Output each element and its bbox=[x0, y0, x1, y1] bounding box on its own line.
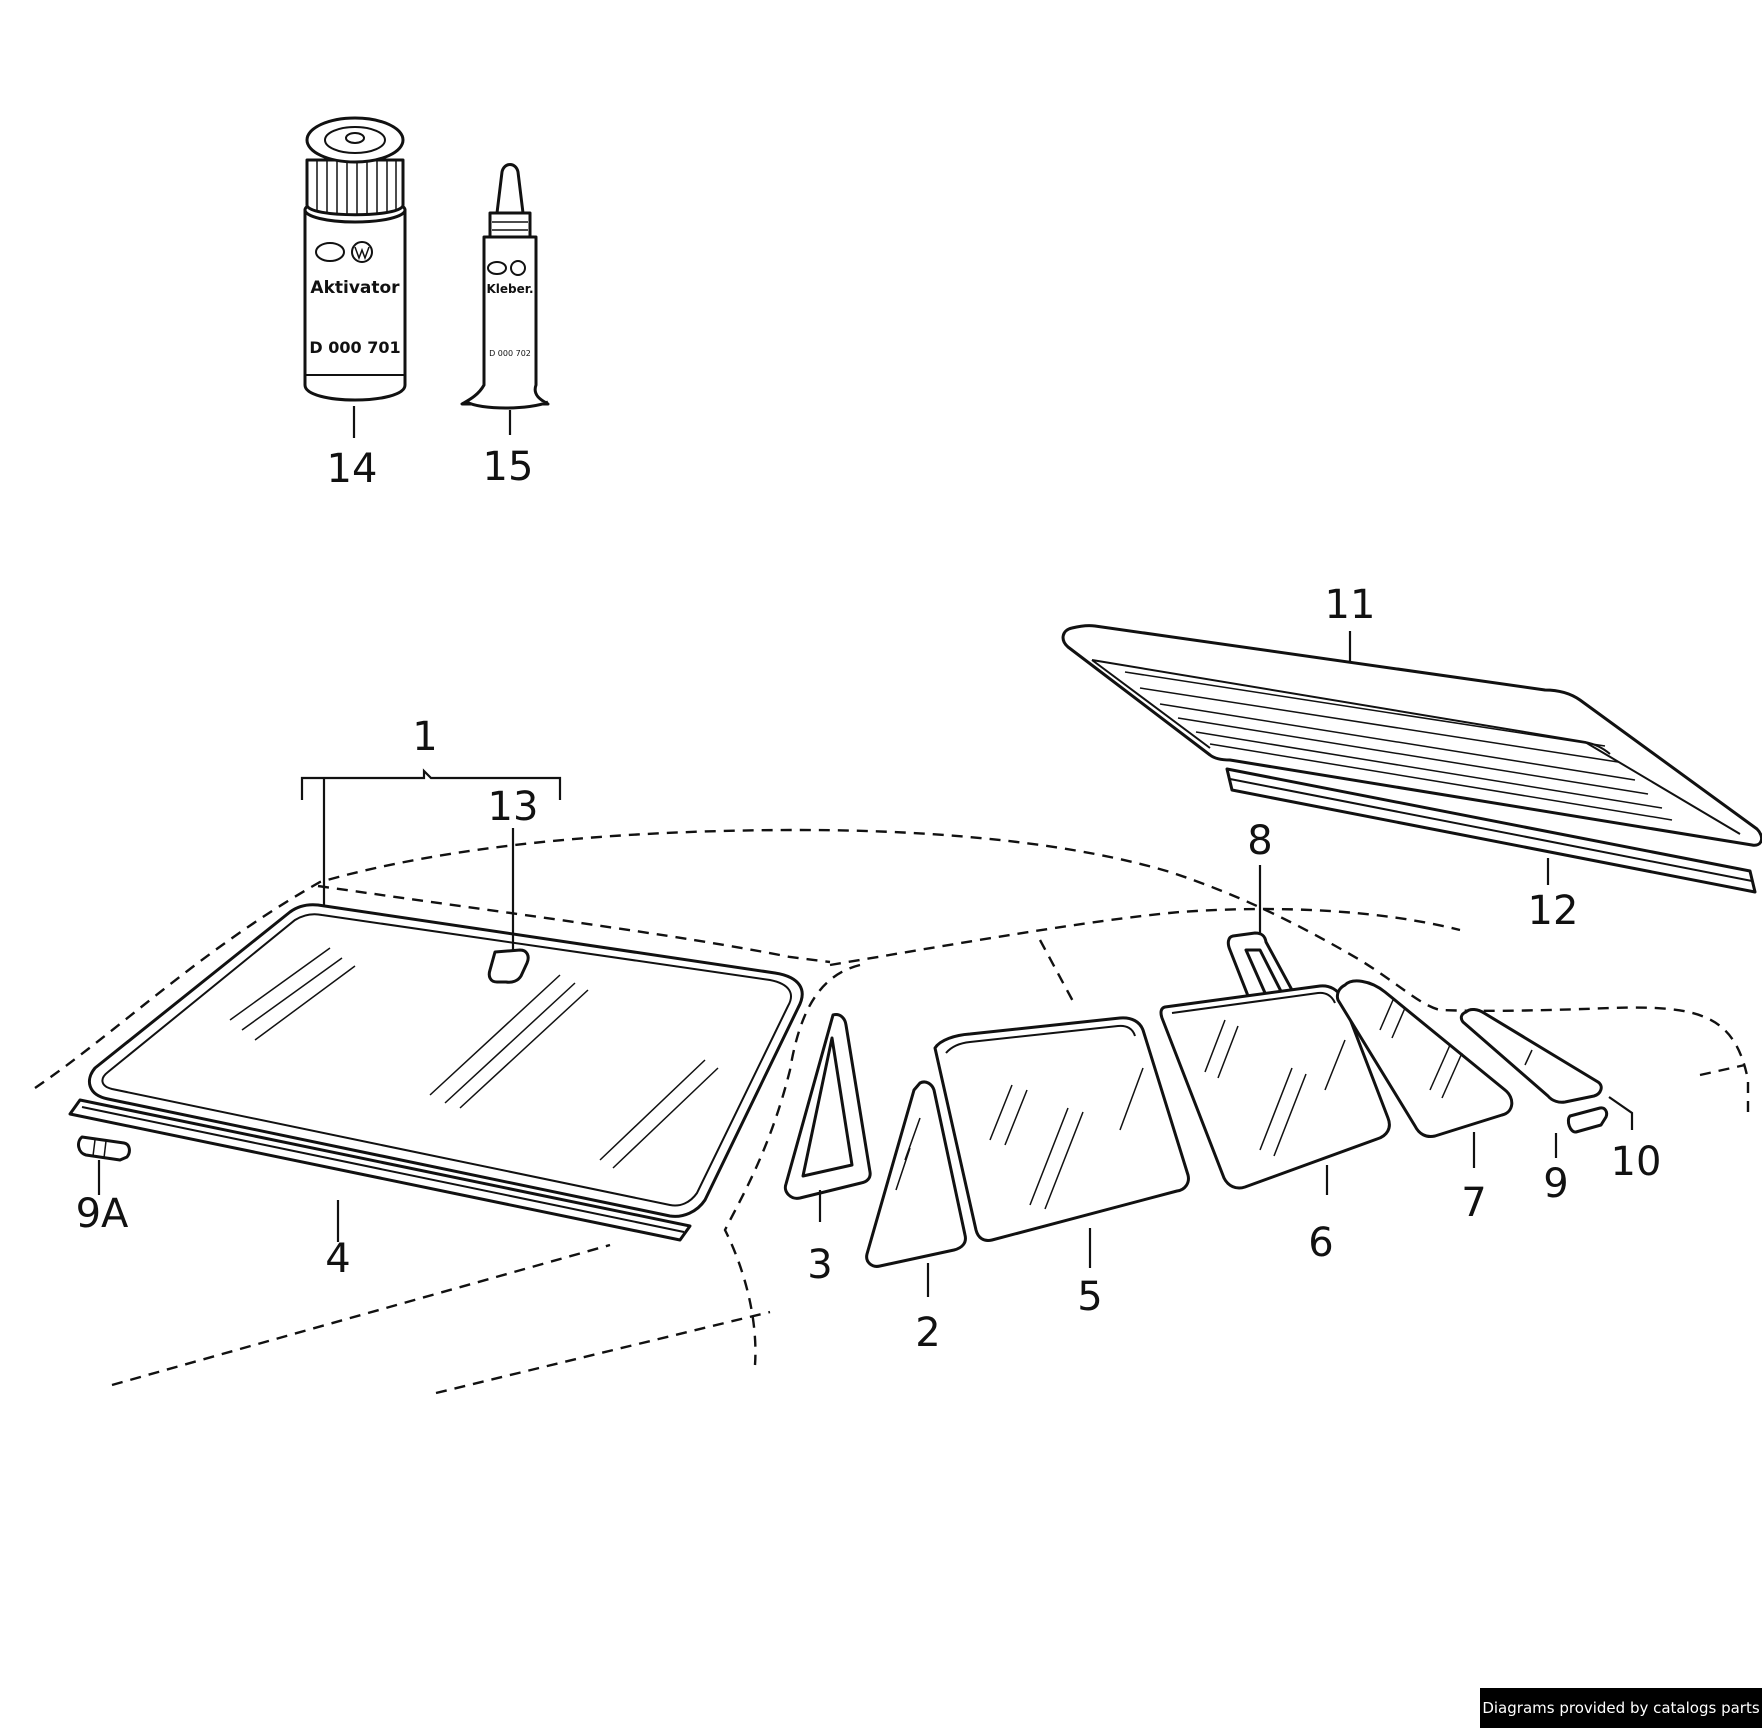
activator-can: Aktivator D 000 701 bbox=[303, 116, 407, 402]
callout-3: 3 bbox=[807, 1242, 832, 1288]
callout-11: 11 bbox=[1325, 582, 1376, 628]
callout-7: 7 bbox=[1461, 1180, 1486, 1226]
rear-quarter-glass bbox=[1335, 979, 1514, 1138]
windscreen bbox=[87, 903, 804, 1218]
audi-logo-icon bbox=[315, 242, 345, 262]
callout-4: 4 bbox=[325, 1236, 350, 1282]
glass-reflection bbox=[229, 947, 719, 1169]
rear-small-vent-glass bbox=[1459, 1008, 1603, 1104]
front-vent-frame bbox=[783, 1013, 872, 1200]
rear-window-strip bbox=[1225, 767, 1757, 894]
cap-ridges bbox=[316, 160, 397, 214]
mirror-mount-pad bbox=[487, 948, 530, 984]
callout-2: 2 bbox=[915, 1310, 940, 1356]
vw-logo-icon bbox=[510, 260, 526, 276]
windscreen-lower-strip bbox=[68, 1098, 692, 1242]
callout-9: 9 bbox=[1543, 1161, 1568, 1207]
activator-code: D 000 701 bbox=[309, 338, 400, 357]
callout-10: 10 bbox=[1611, 1139, 1662, 1185]
callout-6: 6 bbox=[1308, 1220, 1333, 1266]
rear-window bbox=[1061, 624, 1762, 847]
front-quarter-glass bbox=[865, 1080, 967, 1268]
callout-8: 8 bbox=[1247, 818, 1272, 864]
front-door-glass bbox=[933, 1016, 1190, 1242]
leader-lines bbox=[97, 406, 1634, 1297]
callout-5: 5 bbox=[1077, 1274, 1102, 1320]
callout-14: 14 bbox=[327, 446, 378, 492]
clip-9a bbox=[77, 1135, 131, 1162]
car-body-outline bbox=[34, 828, 1750, 1395]
audi-logo-icon bbox=[487, 261, 507, 275]
activator-name: Aktivator bbox=[310, 278, 400, 298]
callout-15: 15 bbox=[483, 444, 534, 490]
callout-1: 1 bbox=[412, 714, 437, 760]
callout-numbers: 1 2 3 4 5 6 7 8 9 9A 10 11 12 13 14 15 bbox=[76, 444, 1662, 1356]
adhesive-name: Kleber. bbox=[486, 282, 533, 296]
rear-door-glass bbox=[1159, 984, 1391, 1190]
defroster-lines bbox=[1124, 671, 1673, 821]
callout-9a: 9A bbox=[76, 1191, 129, 1237]
vw-logo-icon bbox=[351, 241, 373, 263]
credit-banner: Diagrams provided by catalogs parts bbox=[1480, 1688, 1762, 1728]
clip-9 bbox=[1566, 1106, 1609, 1134]
callout-13: 13 bbox=[488, 784, 539, 830]
adhesive-tube: Kleber. D 000 702 bbox=[460, 163, 550, 410]
callout-12: 12 bbox=[1528, 888, 1579, 934]
adhesive-code: D 000 702 bbox=[489, 349, 531, 358]
